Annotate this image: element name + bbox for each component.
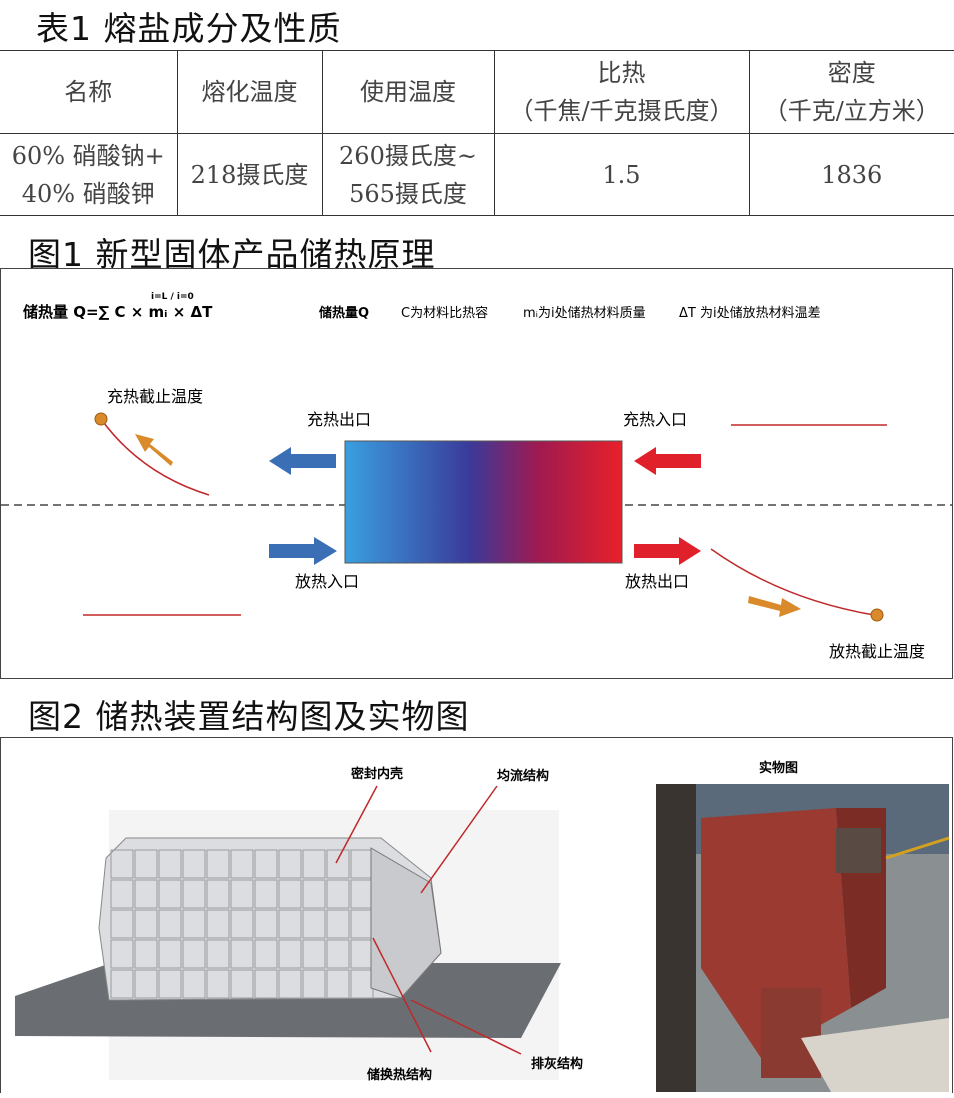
legend-c: C为材料比热容 (401, 305, 488, 321)
formula-limits: i=L / i=0 (151, 292, 194, 302)
name-line2: 40% 硝酸钾 (0, 175, 177, 213)
charge-cutoff-dot (95, 413, 107, 425)
cell-heat: 1.5 (494, 134, 749, 216)
header-heat: 比热（千焦/千克摄氏度） (494, 51, 749, 134)
legend-m: mᵢ为i处储热材料质量 (523, 306, 646, 321)
fig2-panel: 密封内壳 均流结构 储换热结构 排灰结构 实物图 (0, 737, 953, 1093)
formula: 储热量 Q=∑ C × mᵢ × ΔT (23, 303, 213, 321)
label-discharge-out: 放热出口 (625, 572, 689, 591)
name-line1: 60% 硝酸钠+ (0, 137, 177, 175)
label-discharge-in: 放热入口 (295, 572, 359, 591)
arrow-charge-out (269, 447, 336, 475)
fig2-title: 图2 储热装置结构图及实物图 (28, 690, 470, 738)
label-shell: 密封内壳 (350, 766, 403, 782)
arrow-discharge-out (634, 537, 701, 565)
table1-title: 表1 熔盐成分及性质 (36, 2, 342, 50)
cell-name: 60% 硝酸钠+40% 硝酸钾 (0, 134, 177, 216)
storage-block (345, 441, 622, 563)
device-photo (656, 784, 949, 1092)
header-density-unit: （千克/立方米） (750, 92, 954, 130)
header-heat-label: 比热 (495, 54, 749, 92)
header-name: 名称 (0, 51, 177, 134)
header-density: 密度（千克/立方米） (749, 51, 954, 134)
legend-dt: ΔT 为i处储放热材料温差 (679, 306, 821, 321)
label-charge-out: 充热出口 (307, 410, 371, 429)
structure-render (15, 810, 561, 1080)
header-heat-unit: （千焦/千克摄氏度） (495, 92, 749, 130)
arrow-discharge-cutoff (748, 596, 801, 617)
molten-salt-table: 名称 熔化温度 使用温度 比热（千焦/千克摄氏度） 密度（千克/立方米） 60%… (0, 50, 954, 216)
charge-curve (101, 419, 209, 495)
label-discharge-cutoff: 放热截止温度 (829, 642, 925, 661)
header-use: 使用温度 (322, 51, 494, 134)
cell-density: 1836 (749, 134, 954, 216)
arrow-discharge-in (269, 537, 337, 565)
arrow-charge-in (634, 447, 701, 475)
label-flow: 均流结构 (497, 768, 549, 784)
discharge-cutoff-dot (871, 609, 883, 621)
fig1-panel: 储热量 Q=∑ C × mᵢ × ΔT i=L / i=0 储热量Q C为材料比… (0, 268, 953, 679)
header-melt: 熔化温度 (177, 51, 322, 134)
arrow-charge-cutoff (135, 434, 173, 466)
label-photo: 实物图 (759, 760, 798, 776)
label-charge-in: 充热入口 (623, 410, 687, 429)
use-line1: 260摄氏度~ (323, 137, 494, 175)
header-density-label: 密度 (750, 54, 954, 92)
legend-q: 储热量Q (318, 305, 369, 321)
cell-use: 260摄氏度~565摄氏度 (322, 134, 494, 216)
label-ash: 排灰结构 (531, 1056, 583, 1072)
use-line2: 565摄氏度 (323, 175, 494, 213)
cell-melt: 218摄氏度 (177, 134, 322, 216)
label-charge-cutoff: 充热截止温度 (107, 387, 203, 406)
label-exchange: 储换热结构 (366, 1067, 432, 1083)
